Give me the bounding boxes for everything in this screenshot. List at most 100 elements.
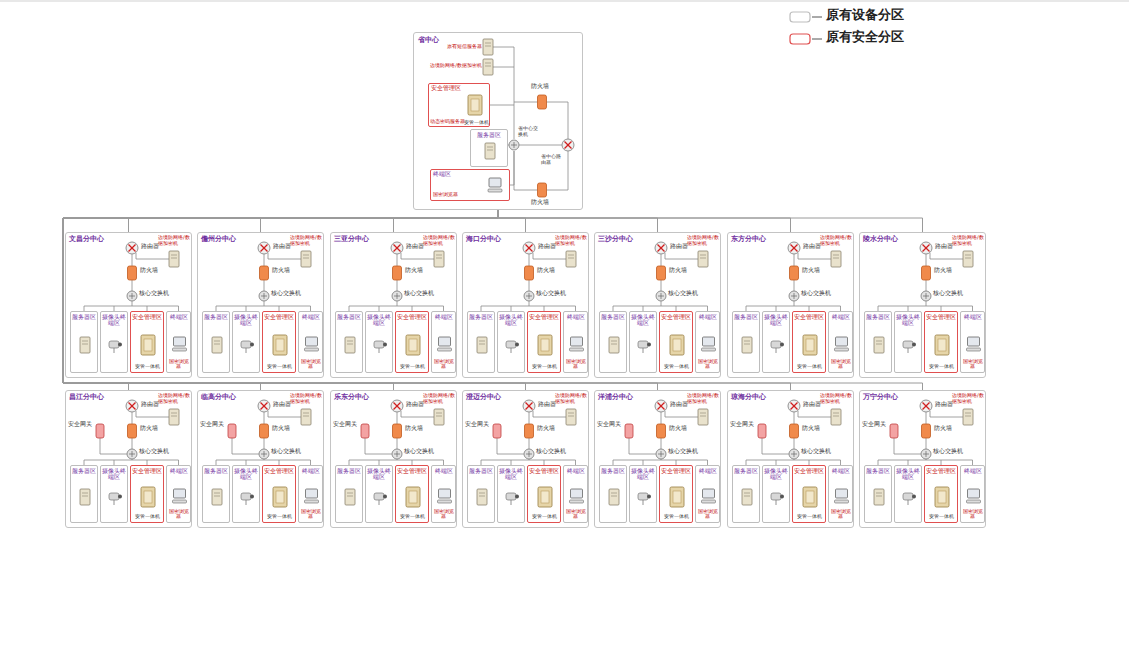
legend-dash [812, 39, 822, 40]
router-icon [920, 400, 932, 412]
server-icon [485, 46, 491, 47]
device-icons [336, 466, 362, 522]
device-zone: 摄像头终端区 [232, 465, 260, 523]
switch-icon [394, 454, 400, 455]
device-zone: 服务器区 [732, 465, 760, 523]
server-icon [487, 150, 493, 151]
node-label: 核心交换机 [668, 448, 700, 454]
server-icon [212, 489, 222, 505]
server-icon [345, 337, 355, 353]
node-label: 安管一体机 [794, 364, 824, 370]
node-label: 国密浏览器 [433, 509, 454, 521]
router-icon [923, 245, 930, 252]
device-zone: 摄像头终端区 [629, 465, 657, 523]
center-title: 昌江分中心 [69, 393, 139, 401]
server-icon [965, 416, 971, 417]
zone-title: 终端区 [830, 468, 851, 474]
server-icon [214, 496, 220, 497]
server-icon [611, 496, 617, 497]
zone-title: 摄像头终端区 [764, 468, 788, 481]
device-zone: 服务器区 [732, 311, 760, 373]
server-icon [700, 416, 706, 417]
router-icon [658, 245, 665, 252]
link-line [100, 438, 127, 454]
node-label: 国密浏览器 [168, 509, 189, 521]
camera-icon [903, 493, 913, 500]
appliance-icon [468, 95, 482, 115]
camera-icon [780, 495, 784, 499]
zone-title: 服务器区 [469, 468, 493, 474]
device-icons [131, 312, 163, 372]
device-icons [728, 391, 853, 527]
device-zone: 摄像头终端区 [762, 311, 790, 373]
link-line [798, 253, 831, 259]
link-line [132, 280, 133, 291]
server-icon [171, 258, 177, 259]
node-label: 国密浏览器 [300, 509, 321, 521]
node-label: 防火墙 [531, 83, 553, 89]
camera-icon [903, 341, 913, 348]
gateway-icon [493, 424, 501, 438]
node-label: 核心交换机 [404, 290, 436, 296]
sub-center-box: 琼海分中心路由器边境防网络/数据加密机防火墙核心交换机安全网关服务器区摄像头终端… [727, 390, 854, 528]
zone-title: 安全管理区 [926, 314, 956, 320]
camera-icon [511, 500, 512, 505]
camera-icon [647, 495, 651, 499]
camera-icon [912, 343, 916, 347]
camera-icon [908, 348, 909, 353]
switch-icon [511, 145, 517, 146]
device-icons [198, 233, 323, 377]
device-icons [660, 312, 692, 372]
camera-icon [515, 343, 519, 347]
zone-title: 摄像头终端区 [764, 314, 788, 327]
router-icon [920, 242, 932, 254]
zone-title: 摄像头终端区 [896, 314, 920, 327]
switch-icon [509, 140, 519, 150]
server-icon [434, 409, 444, 425]
node-label: 安管一体机 [661, 514, 691, 520]
appliance-icon [273, 487, 287, 507]
node-label: 防火墙 [802, 267, 826, 273]
appliance-icon [541, 491, 549, 503]
server-icon [698, 409, 708, 425]
zone-title: 摄像头终端区 [896, 468, 920, 481]
node-label: 核心交换机 [668, 290, 700, 296]
security-zone: 安全管理区安管一体机 [792, 465, 826, 523]
server-icon [436, 255, 442, 256]
firewall-icon [657, 424, 666, 438]
node-label: 安管一体机 [661, 364, 691, 370]
appliance-icon [541, 339, 549, 351]
center-title: 海口分中心 [466, 235, 536, 243]
device-zone: 终端区国密浏览器 [298, 311, 323, 373]
camera-icon [908, 500, 909, 505]
device-icons [468, 466, 494, 522]
appliance-icon [406, 487, 420, 507]
pc-icon [967, 500, 981, 503]
zone-title: 终端区 [830, 314, 851, 320]
link-line [264, 254, 265, 266]
link-line [136, 411, 169, 417]
link-line [794, 438, 795, 449]
device-icons [66, 391, 191, 527]
server-icon [80, 337, 90, 353]
device-zone: 服务器区 [599, 311, 627, 373]
appliance-icon [276, 339, 284, 351]
device-icons [336, 312, 362, 372]
node-label: 边境防网络/数据加密机 [423, 235, 456, 247]
link-line [84, 306, 179, 307]
node-label: 安管一体机 [529, 514, 559, 520]
link-line [481, 460, 576, 461]
link-line [661, 254, 662, 266]
zone-title: 摄像头终端区 [499, 314, 523, 327]
server-icon [611, 341, 617, 342]
server-icon [965, 258, 971, 259]
node-label: 核心交换机 [271, 448, 303, 454]
node-label: 防火墙 [934, 267, 958, 273]
node-label: 核心交换机 [801, 448, 833, 454]
server-icon [212, 337, 222, 353]
pc-icon [174, 489, 186, 498]
server-icon [742, 489, 752, 505]
zone-title: 安全管理区 [397, 314, 427, 320]
router-icon [526, 245, 533, 252]
zone-title: 终端区 [168, 314, 189, 320]
